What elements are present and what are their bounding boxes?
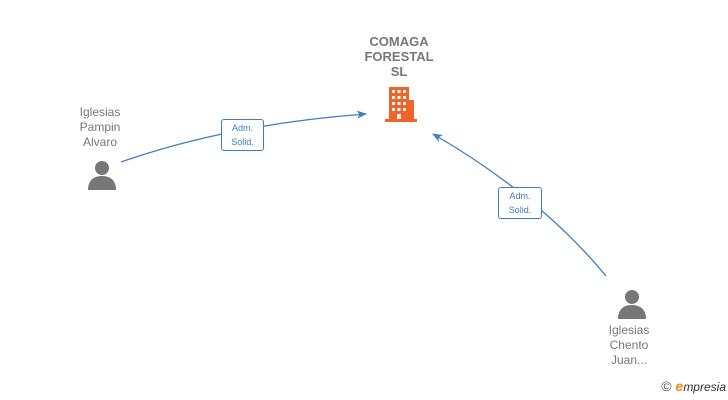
- company-name[interactable]: COMAGA FORESTAL SL: [340, 34, 458, 79]
- edge-label[interactable]: Adm. Solid.: [221, 119, 264, 151]
- person-name[interactable]: Iglesias Pampin Alvaro: [50, 105, 150, 150]
- person-name-line: Juan...: [610, 353, 648, 367]
- edge-label-line: Solid.: [231, 137, 254, 147]
- person-name[interactable]: Iglesias Chento Juan...: [579, 323, 679, 368]
- person-name-line: Pampin: [79, 120, 121, 134]
- company-name-line: COMAGA: [369, 34, 429, 49]
- edge-label[interactable]: Adm. Solid.: [498, 187, 542, 219]
- person-icon[interactable]: [616, 287, 648, 319]
- person-name-line: Iglesias: [79, 105, 121, 119]
- copyright-icon: ©: [661, 378, 672, 394]
- person-icon[interactable]: [86, 158, 118, 190]
- edge-label-line: Adm.: [509, 191, 531, 201]
- edge-label-line: Adm.: [231, 123, 253, 133]
- company-name-line: FORESTAL: [364, 49, 434, 64]
- edge-label-line: Solid.: [508, 205, 532, 215]
- company-name-line: SL: [390, 64, 408, 79]
- brand-logo-text: mpresia: [683, 380, 726, 394]
- person-name-line: Alvaro: [82, 135, 117, 149]
- person-name-line: Iglesias: [608, 323, 650, 337]
- building-icon[interactable]: [384, 86, 418, 122]
- watermark[interactable]: ©empresia: [661, 378, 726, 394]
- person-name-line: Chento: [609, 338, 649, 352]
- brand-logo-letter: e: [675, 378, 684, 394]
